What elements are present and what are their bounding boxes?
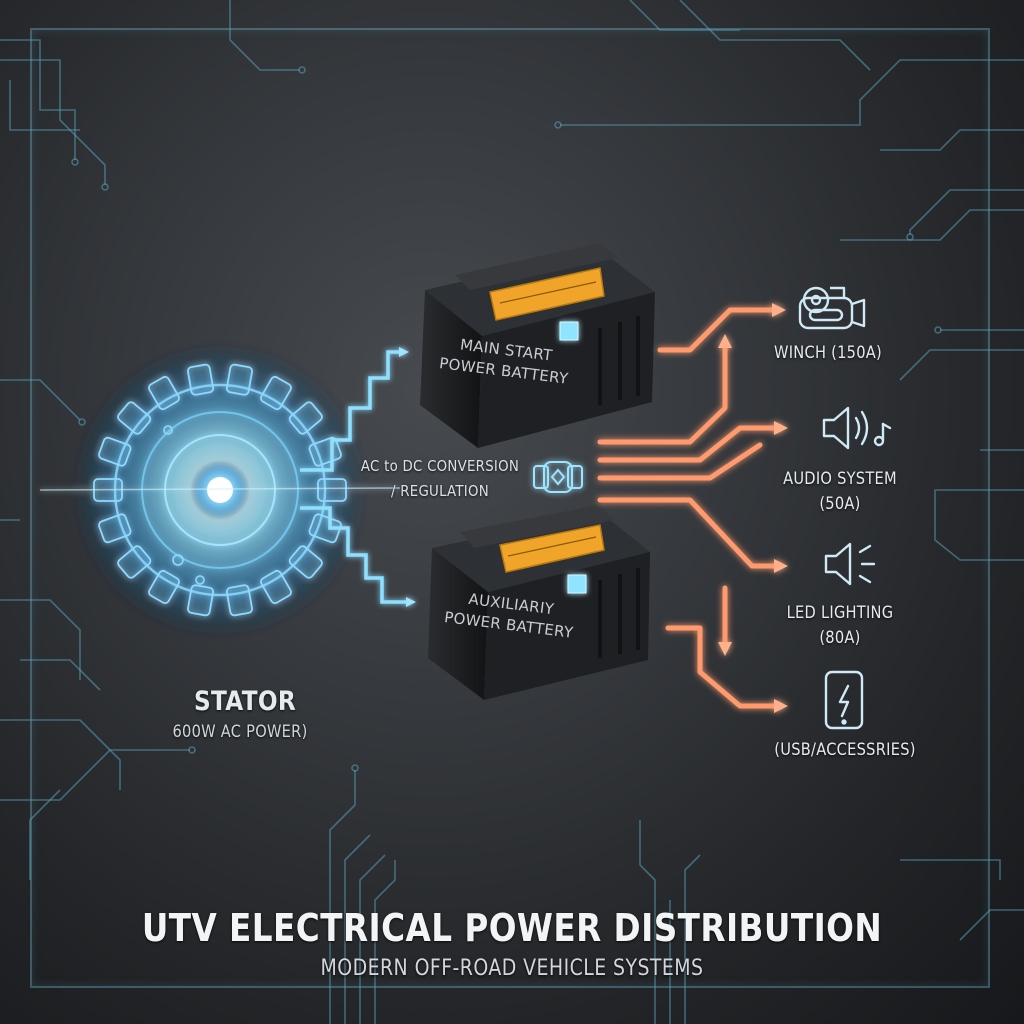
- gear-tooth: [98, 513, 132, 544]
- gear-tooth: [117, 401, 152, 435]
- dc-line-to-winch: [657, 303, 786, 353]
- ac-line-to-aux-battery: [300, 506, 416, 607]
- gear-tooth: [187, 363, 215, 396]
- audio-line-1: AUDIO SYSTEM: [783, 469, 897, 489]
- audio-line-2: (50A): [819, 494, 861, 514]
- stator-name: STATOR: [194, 686, 296, 717]
- subtitle-text: MODERN OFF-ROAD VEHICLE SYSTEMS: [320, 956, 704, 981]
- ac-line-to-main-battery: [300, 347, 409, 472]
- phone-charge-icon: [824, 670, 864, 730]
- dc-line-to-audio: [597, 421, 788, 463]
- usb-text: (USB/ACCESSRIES): [774, 740, 916, 760]
- gear-tooth: [260, 569, 292, 605]
- audio-label: AUDIO SYSTEM (50A): [760, 467, 920, 517]
- diagram-title: UTV ELECTRICAL POWER DISTRIBUTION: [0, 906, 1024, 950]
- gear-tooth: [98, 436, 132, 467]
- stator-gear: [39, 340, 401, 640]
- light-icon: [824, 542, 876, 586]
- regulator-icon: [533, 461, 583, 493]
- speaker-icon: [822, 406, 892, 450]
- conversion-label: AC to DC CONVERSION / REGULATION: [340, 454, 540, 504]
- stator-rating: 600W AC POWER): [172, 722, 308, 742]
- winch-icon: [798, 286, 866, 330]
- dc-line-mid: [597, 442, 763, 481]
- usb-label: (USB/ACCESSRIES): [755, 740, 935, 760]
- dc-flow-lines: [597, 303, 788, 713]
- dc-line-to-led: [597, 497, 788, 573]
- gear-tooth: [317, 478, 347, 502]
- conversion-line-1: AC to DC CONVERSION: [360, 457, 520, 475]
- diagram-subtitle: MODERN OFF-ROAD VEHICLE SYSTEMS: [0, 956, 1024, 981]
- stator-rating-label: 600W AC POWER): [130, 722, 350, 742]
- led-label: LED LIGHTING (80A): [760, 601, 920, 651]
- gear-tooth: [148, 375, 180, 411]
- title-text: UTV ELECTRICAL POWER DISTRIBUTION: [141, 906, 883, 950]
- conversion-line-2: / REGULATION: [391, 482, 489, 500]
- main-battery: [420, 243, 655, 448]
- ac-flow-lines: [300, 347, 416, 607]
- led-line-1: LED LIGHTING: [786, 603, 894, 623]
- gear-tooth: [288, 545, 323, 579]
- gear-tooth: [260, 375, 292, 411]
- gear-tooth: [187, 584, 215, 617]
- gear-tooth: [225, 363, 253, 396]
- stator-label: STATOR: [150, 686, 340, 717]
- auxiliary-battery: [428, 505, 650, 700]
- gear-tooth: [225, 584, 253, 617]
- dc-line-up-riser: [597, 334, 732, 445]
- gear-tooth: [117, 545, 152, 579]
- dc-line-to-usb: [665, 625, 788, 713]
- led-line-2: (80A): [819, 628, 861, 648]
- winch-label: WINCH (150A): [748, 343, 908, 363]
- gear-tooth: [288, 401, 323, 435]
- winch-text: WINCH (150A): [774, 343, 882, 363]
- gear-tooth: [148, 569, 180, 605]
